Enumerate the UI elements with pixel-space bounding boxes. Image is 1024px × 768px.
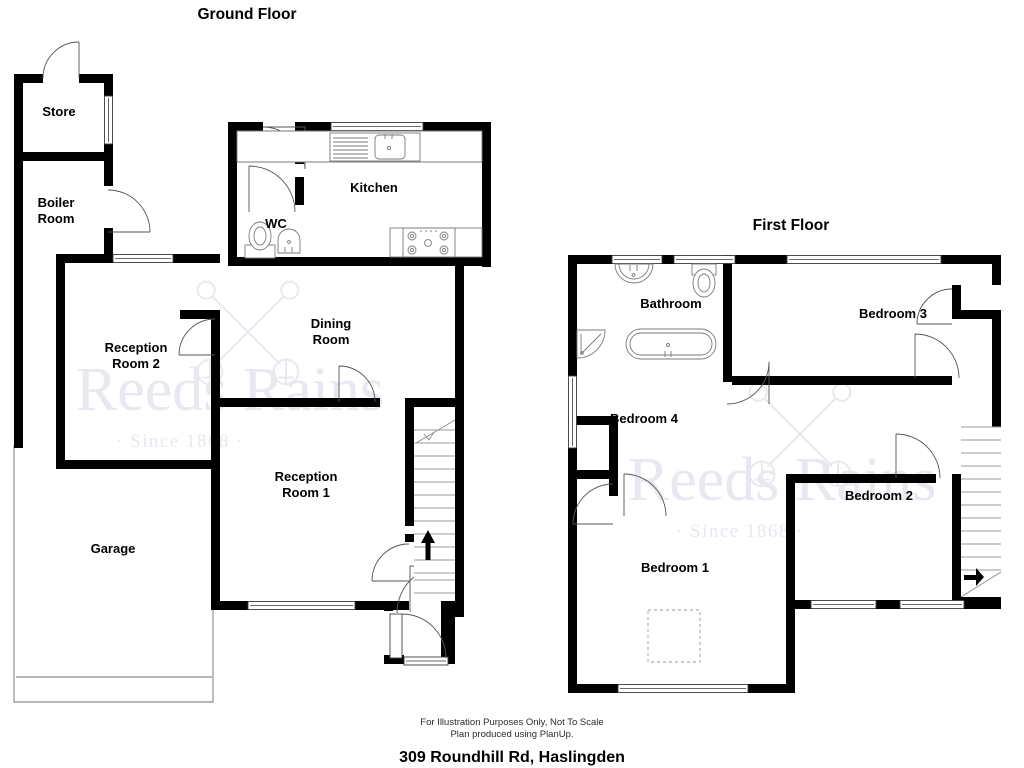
window-boiler-room xyxy=(112,254,174,263)
room-label-reception-1-1: Reception xyxy=(275,469,338,484)
room-label-dining-room-1: Dining xyxy=(311,316,351,331)
bathroom-basin-icon xyxy=(614,263,654,284)
watermark-tagline-ground: · Since 1868 · xyxy=(116,431,244,452)
window-bedroom-4 xyxy=(568,375,577,449)
kitchen-sink-icon xyxy=(374,134,406,160)
room-label-kitchen: Kitchen xyxy=(350,180,398,195)
window-bedroom-2-left xyxy=(810,600,877,609)
room-label-bedroom-4: Bedroom 4 xyxy=(610,411,679,426)
wc-basin-icon xyxy=(277,228,301,254)
door-reception-1 xyxy=(371,543,410,582)
watermark-brand-ground: Reeds Rains xyxy=(76,356,384,424)
room-label-bedroom-3: Bedroom 3 xyxy=(859,306,927,321)
room-label-boiler-room-1: Boiler xyxy=(38,195,75,210)
room-label-bathroom: Bathroom xyxy=(640,296,701,311)
window-bathroom-right xyxy=(673,255,736,264)
watermark-ground: Reeds Rains · Since 1868 · xyxy=(76,280,384,452)
crossed-keys-icon xyxy=(196,280,300,386)
ground-floor-walls xyxy=(14,74,491,664)
disclaimer-line-2: Plan produced using PlanUp. xyxy=(450,729,573,740)
window-bathroom-left xyxy=(611,255,663,264)
property-title: 309 Roundhill Rd, Haslingden xyxy=(399,749,625,766)
door-bedroom-2 xyxy=(895,433,941,479)
first-floor-title: First Floor xyxy=(753,217,830,234)
bathroom-fixtures xyxy=(576,263,717,360)
bathroom-bath-icon xyxy=(625,328,717,360)
first-floor-windows xyxy=(568,255,965,693)
plan-footer: For Illustration Purposes Only, Not To S… xyxy=(399,717,625,766)
kitchen-fixtures xyxy=(236,130,483,258)
stairs-down-arrow-icon xyxy=(964,568,984,586)
watermark-tagline-first: · Since 1868 · xyxy=(676,521,804,542)
room-label-store: Store xyxy=(42,104,75,119)
door-porch xyxy=(389,613,447,659)
door-store xyxy=(42,41,80,79)
door-wc xyxy=(248,165,296,213)
room-label-garage: Garage xyxy=(91,541,136,556)
room-label-dining-room-2: Room xyxy=(313,332,350,347)
window-porch xyxy=(403,656,449,666)
ground-floor-plan: Ground Floor xyxy=(13,6,491,703)
room-label-bedroom-1: Bedroom 1 xyxy=(641,560,709,575)
door-bedroom-3 xyxy=(916,288,953,325)
window-bedroom-2-right xyxy=(899,600,965,609)
door-boiler-room xyxy=(107,189,151,233)
stairs-up-arrow-icon xyxy=(421,530,435,560)
room-label-boiler-room-2: Room xyxy=(38,211,75,226)
first-floor-room-labels: Bathroom Bedroom 3 Bedroom 4 Bedroom 2 B… xyxy=(610,296,927,575)
first-floor-doors xyxy=(572,288,960,525)
wc-fixtures xyxy=(244,221,301,259)
door-bedroom-4 xyxy=(572,483,614,525)
ground-floor-windows xyxy=(104,95,449,666)
bathroom-shower-icon xyxy=(576,329,606,359)
room-label-reception-2-1: Reception xyxy=(105,340,168,355)
window-bedroom-3 xyxy=(786,255,942,264)
kitchen-hob-icon xyxy=(389,227,483,258)
staircase-first xyxy=(960,426,1002,598)
wc-toilet-icon xyxy=(244,221,276,259)
door-bathroom xyxy=(726,361,770,405)
window-store xyxy=(104,95,113,145)
bathroom-toilet-icon xyxy=(691,263,717,298)
door-bedroom-1 xyxy=(623,473,667,517)
disclaimer-line-1: For Illustration Purposes Only, Not To S… xyxy=(420,717,603,728)
window-reception-1 xyxy=(247,601,356,610)
door-dining-room xyxy=(338,365,376,403)
room-label-reception-2-2: Room 2 xyxy=(112,356,160,371)
window-kitchen xyxy=(330,122,424,131)
first-floor-plan: First Floor xyxy=(568,217,1002,693)
window-bedroom-1 xyxy=(617,684,749,693)
door-bedroom-3-landing xyxy=(914,333,960,379)
ground-floor-room-labels: Store Boiler Room WC Kitchen Dining Room… xyxy=(38,104,398,556)
bedroom-1-alcove xyxy=(647,609,701,663)
ground-floor-doors xyxy=(42,41,447,659)
room-label-reception-1-2: Room 1 xyxy=(282,485,330,500)
ground-floor-title: Ground Floor xyxy=(197,6,296,23)
kitchen-drainer-icon xyxy=(333,137,368,159)
room-label-wc: WC xyxy=(265,216,287,231)
door-reception-2 xyxy=(178,318,216,356)
room-label-bedroom-2: Bedroom 2 xyxy=(845,488,913,503)
staircase-ground xyxy=(414,417,456,601)
